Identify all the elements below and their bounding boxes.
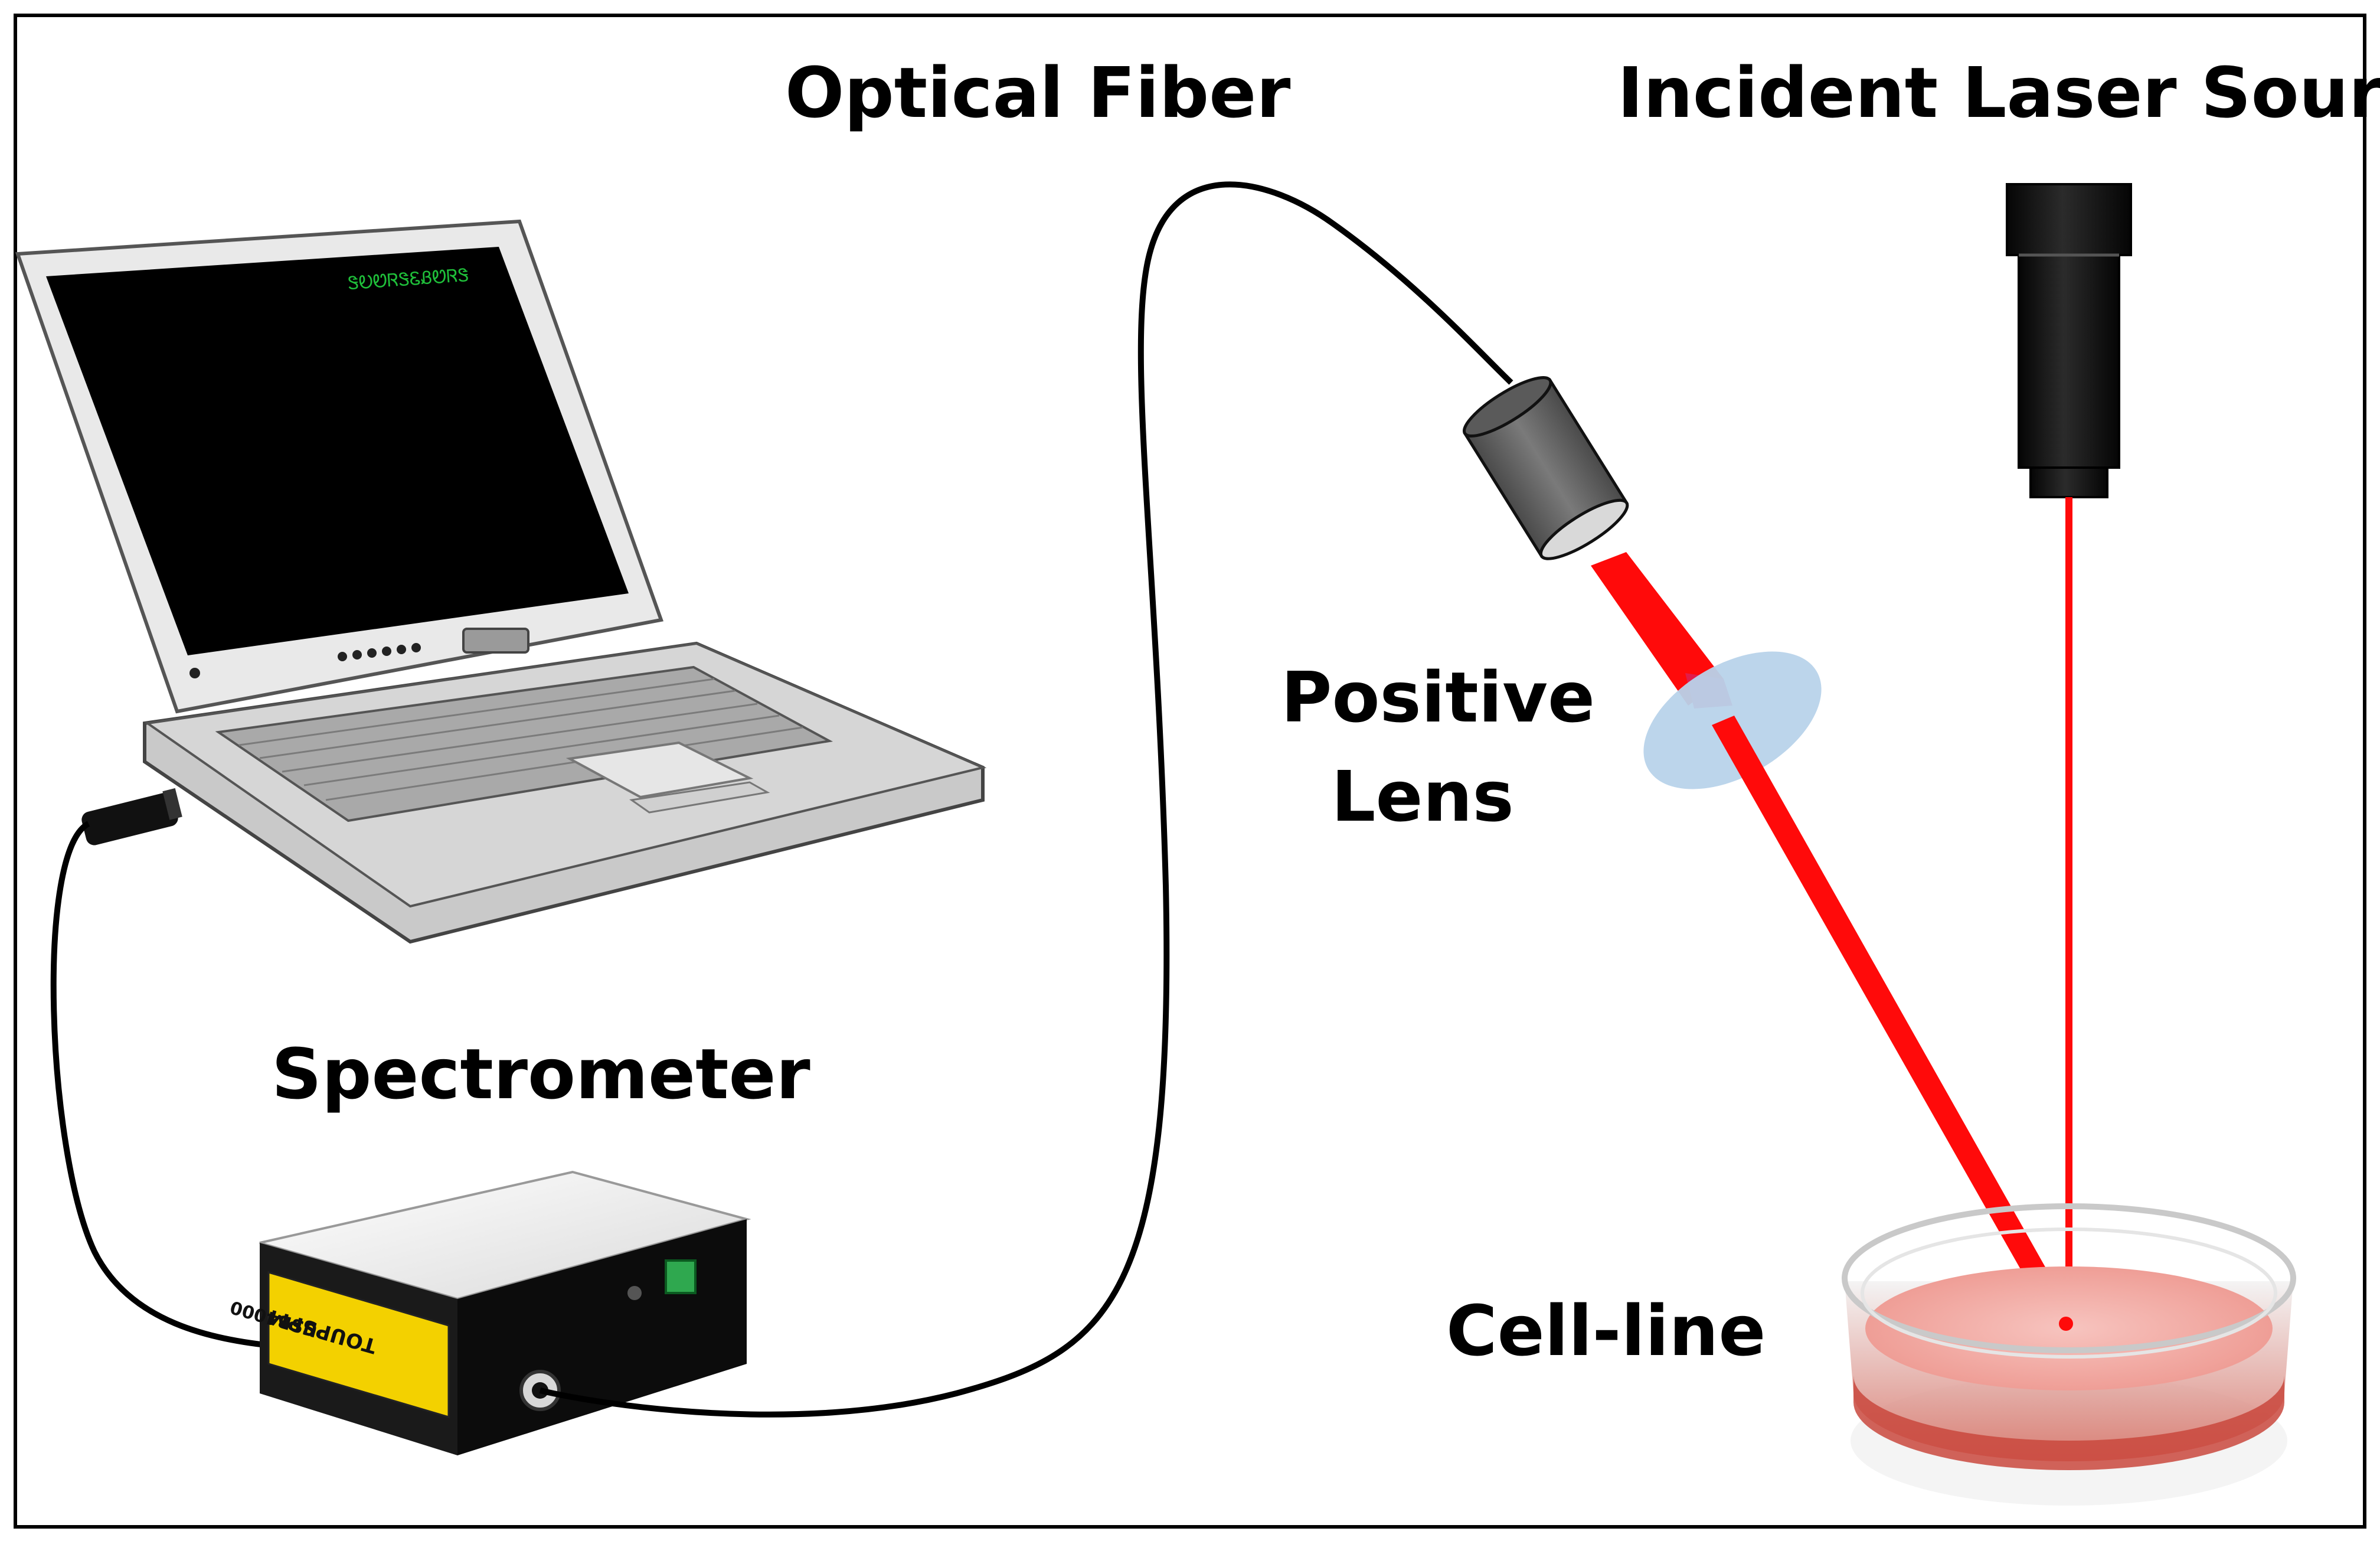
positive-lens-label-line1: Positive xyxy=(1281,657,1596,738)
positive-lens-label-line2: Lens xyxy=(1331,755,1514,837)
scattered-beam-narrow xyxy=(1712,716,2077,1328)
spectrometer-connector xyxy=(665,1259,697,1294)
spectrometer-label-text: Spectrometer xyxy=(272,1033,810,1115)
laptop-latch xyxy=(462,628,529,654)
laser-head-icon xyxy=(2006,183,2132,498)
laptop-screen xyxy=(46,247,629,655)
laser-spot xyxy=(2059,1317,2073,1331)
spectrometer-box-icon: TOUPSPM USB4000 xyxy=(228,1170,751,1455)
laptop-keyboard xyxy=(215,665,833,822)
spectrometer-small-port xyxy=(627,1286,642,1300)
positive-lens-label: Positive Lens xyxy=(1281,648,1596,846)
spectrometer-label xyxy=(267,1271,450,1419)
scattered-beam-wide xyxy=(1591,552,1724,706)
cell-line-label: Cell-line xyxy=(1446,1290,1766,1372)
optical-fiber-cable xyxy=(539,181,1513,1418)
usb-cable xyxy=(50,821,278,1349)
laptop-touchpad xyxy=(565,741,754,799)
optical-fiber-label: Optical Fiber xyxy=(785,52,1291,133)
fiber-collector-icon xyxy=(1463,376,1629,560)
incident-laser-beam xyxy=(2065,497,2072,1324)
laptop-icon: ᏕᎧᏬᏒᏕᏋᏰᏬᏒᏕ xyxy=(15,219,987,944)
usb-plug-icon xyxy=(81,788,182,845)
laptop-indicator-dots xyxy=(189,643,421,678)
laptop-touchpad-buttons xyxy=(629,781,770,814)
laptop-keys xyxy=(238,678,803,801)
laser-source-label: Incident Laser Source xyxy=(1617,52,2380,133)
